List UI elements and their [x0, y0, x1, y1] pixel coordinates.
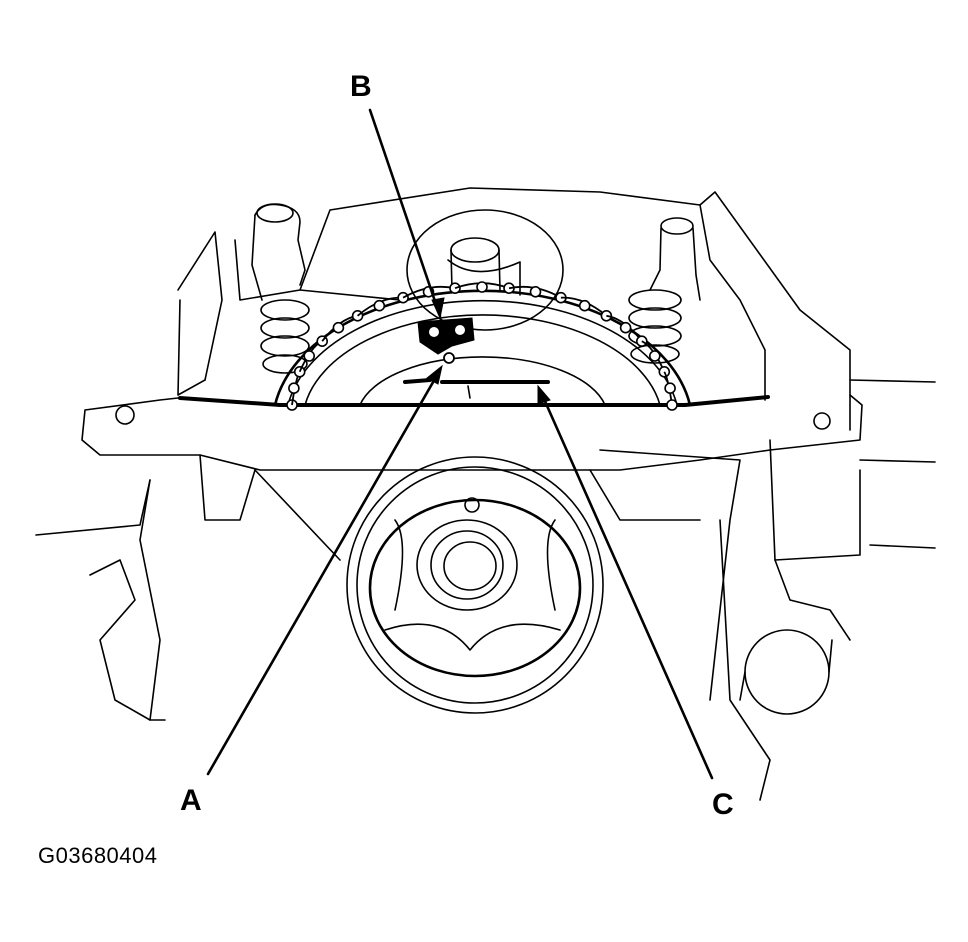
- chain-roller: [666, 399, 678, 411]
- cam-sprocket: [273, 289, 692, 407]
- chain-roller: [288, 382, 300, 395]
- callout-label-c: C: [712, 788, 734, 821]
- chain-roller: [648, 350, 661, 362]
- chain-roller: [664, 382, 676, 395]
- head-gasket-line: [178, 395, 770, 407]
- timing-chain: [286, 281, 678, 411]
- crank-seal-housing: [346, 456, 604, 714]
- head-flange: [81, 394, 863, 561]
- mark-c-line: [403, 378, 550, 399]
- engine-housing-outline: [35, 187, 936, 801]
- mark-b-link: [417, 317, 475, 364]
- chain-roller: [303, 350, 316, 362]
- callout-label-a: A: [180, 784, 202, 817]
- chain-roller: [529, 285, 542, 298]
- chain-roller: [332, 321, 345, 334]
- callout-leaders: [206, 108, 714, 780]
- chain-roller: [476, 281, 488, 293]
- chain-roller: [578, 299, 591, 312]
- figure-code: G03680404: [38, 843, 158, 868]
- chain-roller: [619, 321, 632, 334]
- valve-springs: [251, 203, 701, 374]
- right-bolt-boss: [739, 629, 833, 715]
- chain-roller: [373, 299, 386, 312]
- callout-label-b: B: [350, 70, 372, 103]
